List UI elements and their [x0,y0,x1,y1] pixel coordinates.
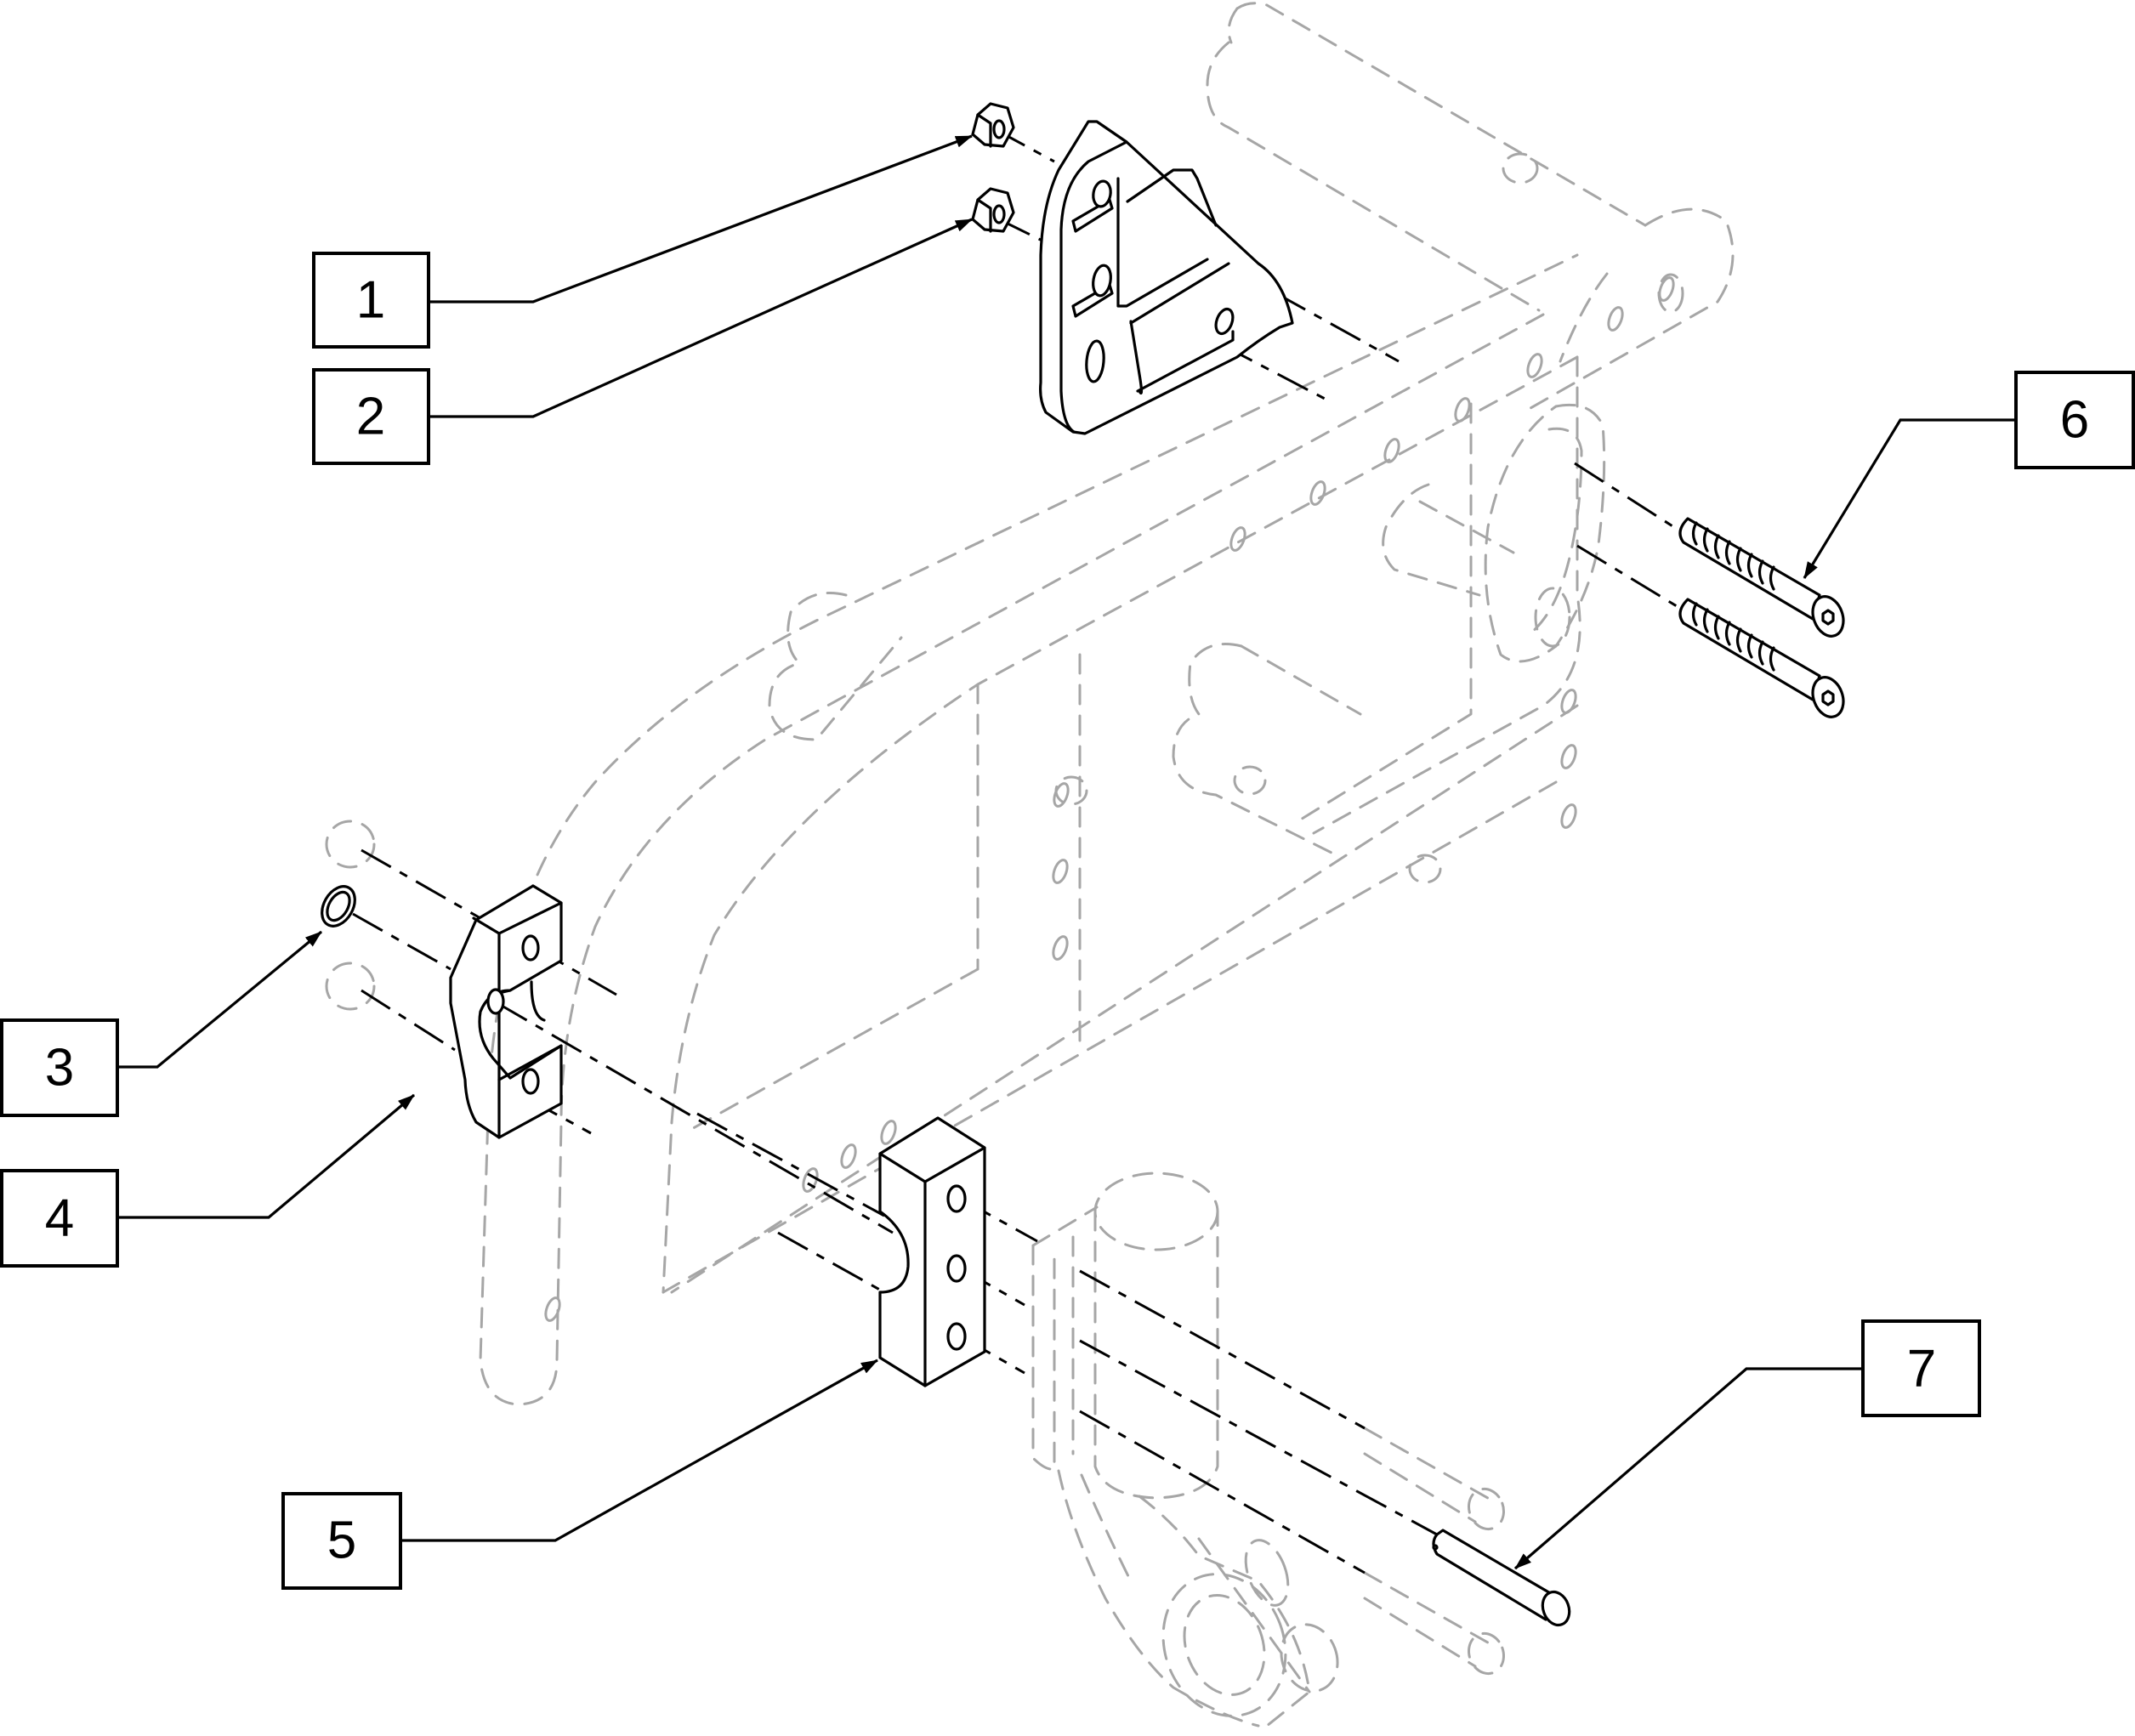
leader-6 [1803,418,2016,579]
callout-3: 3 [0,1018,119,1117]
callout-label: 3 [45,1039,74,1098]
clamp-part-4 [449,884,563,1139]
callout-label: 5 [327,1512,356,1570]
hex-nut-part-2 [971,187,1015,233]
bolt-lower [1678,598,1845,718]
assembly-axis-lines [352,128,1701,1574]
callout-label: 1 [356,271,385,330]
callout-label: 2 [356,388,385,446]
triangular-bracket [1039,120,1294,435]
callout-label: 7 [1907,1340,1936,1398]
leader-1 [429,134,973,304]
hex-nut-part-1 [971,102,1015,148]
bolt-upper [1678,517,1845,638]
callout-label: 6 [2060,391,2089,450]
leader-3 [117,930,323,1069]
callout-1: 1 [312,252,430,349]
leader-5 [400,1359,878,1542]
callout-2: 2 [312,368,430,465]
button-head-bolts [1678,517,1845,718]
washer-part-3 [321,885,356,928]
leader-4 [117,1093,416,1219]
callout-4: 4 [0,1169,119,1268]
ghost-frame [325,2,1735,1727]
clevis-pin-part-7 [1432,1529,1571,1627]
mounting-block-part-5 [878,1116,986,1387]
leader-lines [117,134,2016,1570]
callout-label: 4 [45,1189,74,1248]
callout-7: 7 [1861,1319,1981,1417]
leader-7 [1513,1367,1863,1570]
leader-2 [429,218,973,418]
callout-6: 6 [2014,371,2135,469]
callout-5: 5 [281,1492,402,1590]
